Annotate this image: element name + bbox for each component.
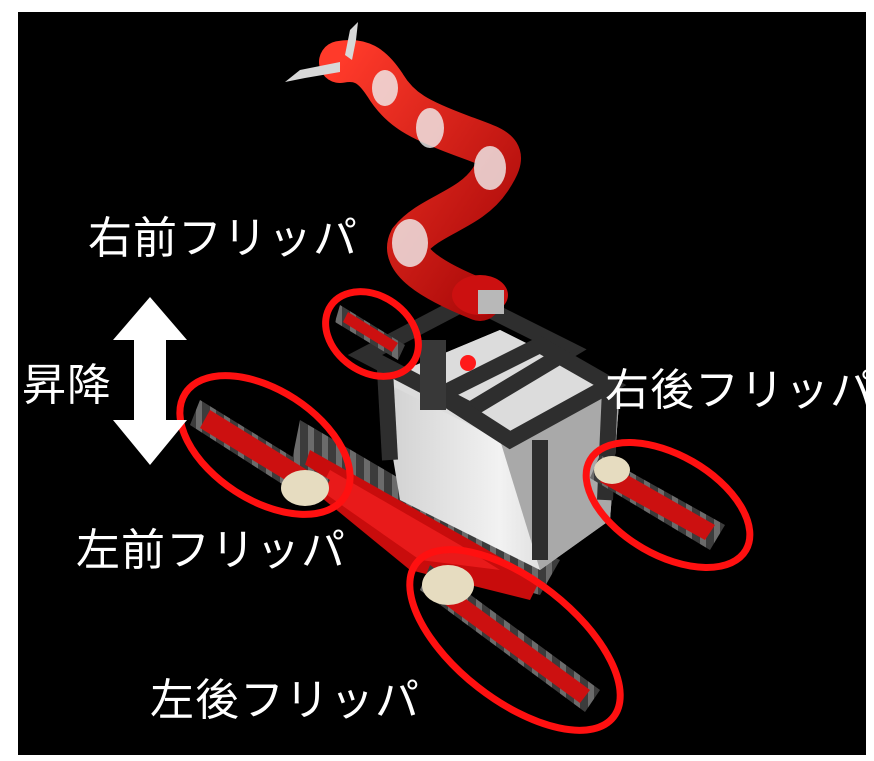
label-left-front-flipper: 左前フリッパ — [76, 525, 346, 576]
flipper-right-rear — [590, 455, 725, 550]
highlight-ring-right-rear — [582, 439, 754, 571]
double-headed-arrow-icon — [113, 297, 187, 465]
label-raise-lower: 昇降 — [22, 360, 112, 411]
label-left-rear-flipper: 左後フリッパ — [150, 675, 420, 726]
image-frame: 右前フリッパ 右後フリッパ 左前フリッパ 左後フリッパ 昇降 — [18, 12, 866, 755]
flipper-left-rear — [420, 565, 600, 712]
highlight-ring-right-front — [322, 288, 422, 380]
flipper-right-front — [335, 305, 405, 360]
highlight-ring-left-rear — [406, 546, 624, 734]
label-right-rear-flipper: 右後フリッパ — [605, 365, 866, 416]
mast — [420, 340, 446, 410]
robot-scene — [113, 22, 754, 734]
flipper-left-front — [190, 400, 330, 506]
center-marker — [460, 355, 476, 371]
label-right-front-flipper: 右前フリッパ — [88, 213, 358, 264]
highlight-ring-left-front — [176, 372, 354, 518]
robot-arm — [285, 22, 521, 321]
